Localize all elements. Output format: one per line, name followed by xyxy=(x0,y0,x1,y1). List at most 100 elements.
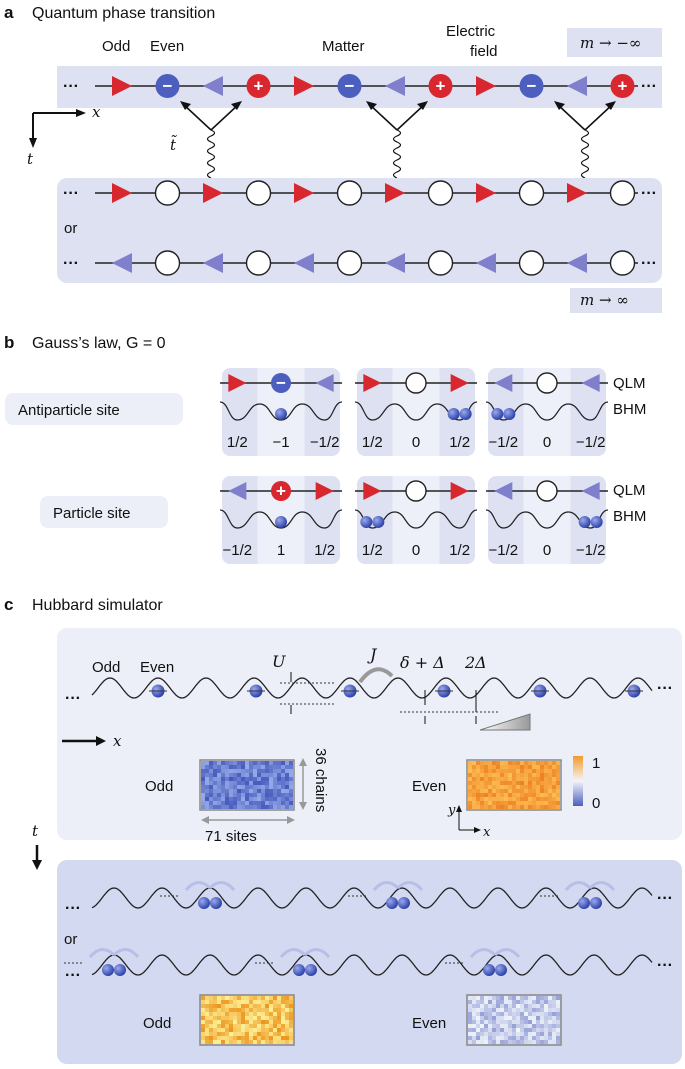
atom xyxy=(483,964,495,976)
image-pixel xyxy=(544,1032,548,1036)
image-pixel xyxy=(468,769,472,773)
gauss-value-left: 1/2 xyxy=(227,434,248,451)
image-pixel xyxy=(209,761,213,765)
image-pixel xyxy=(265,761,269,765)
image-pixel xyxy=(285,801,289,805)
image-pixel xyxy=(205,789,209,793)
image-pixel xyxy=(480,996,484,1000)
image-pixel xyxy=(261,1000,265,1004)
image-pixel xyxy=(253,773,257,777)
image-pixel xyxy=(265,1028,269,1032)
image-pixel xyxy=(281,1004,285,1008)
image-pixel xyxy=(277,1036,281,1040)
image-even-label-2: Even xyxy=(412,1015,446,1032)
image-pixel xyxy=(508,1028,512,1032)
arrow-head xyxy=(366,101,377,110)
image-frame xyxy=(466,759,562,811)
image-pixel xyxy=(273,1024,277,1028)
image-pixel xyxy=(277,1012,281,1016)
wavy-photon xyxy=(392,129,402,179)
image-pixel xyxy=(528,781,532,785)
image-pixel xyxy=(277,769,281,773)
image-pixel xyxy=(500,1028,504,1032)
image-pixel xyxy=(468,1024,472,1028)
image-pixel xyxy=(504,797,508,801)
image-pixel xyxy=(229,1036,233,1040)
image-pixel xyxy=(201,1016,205,1020)
image-pixel xyxy=(492,765,496,769)
image-pixel xyxy=(516,777,520,781)
image-pixel xyxy=(201,785,205,789)
image-pixel xyxy=(516,1004,520,1008)
image-pixel xyxy=(265,1004,269,1008)
image-pixel xyxy=(225,761,229,765)
image-pixel xyxy=(476,769,480,773)
minus-sign: − xyxy=(276,374,286,393)
image-pixel xyxy=(281,1040,285,1044)
antiparticle-site xyxy=(155,74,180,98)
image-pixel xyxy=(257,1012,261,1016)
chains-label: 36 chains xyxy=(312,748,329,812)
image-pixel xyxy=(221,797,225,801)
image-pixel xyxy=(552,1016,556,1020)
bottom-chains-background xyxy=(57,178,662,283)
image-pixel xyxy=(528,1008,532,1012)
image-pixel xyxy=(221,1004,225,1008)
image-pixel xyxy=(552,777,556,781)
image-pixel xyxy=(205,785,209,789)
j-arc xyxy=(358,667,394,684)
field-right-triangle xyxy=(385,183,405,203)
image-pixel xyxy=(540,1032,544,1036)
image-pixel xyxy=(225,1012,229,1016)
image-pixel xyxy=(520,781,524,785)
image-pixel xyxy=(540,801,544,805)
gauss-value-right: 1/2 xyxy=(449,434,470,451)
image-pixel xyxy=(504,793,508,797)
image-pixel xyxy=(241,769,245,773)
image-pixel xyxy=(556,781,560,785)
image-pixel xyxy=(552,773,556,777)
image-pixel xyxy=(289,1020,293,1024)
image-pixel xyxy=(556,773,560,777)
image-pixel xyxy=(488,1008,492,1012)
image-pixel xyxy=(253,797,257,801)
image-pixel xyxy=(532,1020,536,1024)
image-pixel xyxy=(289,1024,293,1028)
image-pixel xyxy=(253,1028,257,1032)
image-pixel xyxy=(209,769,213,773)
image-pixel xyxy=(241,1004,245,1008)
image-pixel xyxy=(249,781,253,785)
image-pixel xyxy=(508,1016,512,1020)
gauss-value-left: −1/2 xyxy=(489,434,519,451)
image-pixel xyxy=(556,785,560,789)
image-pixel xyxy=(524,769,528,773)
image-pixel xyxy=(245,785,249,789)
image-pixel xyxy=(249,1020,253,1024)
image-pixel xyxy=(273,1028,277,1032)
gauss-value-left: 1/2 xyxy=(362,434,383,451)
image-pixel xyxy=(516,1016,520,1020)
field-right-triangle xyxy=(294,76,314,96)
image-pixel xyxy=(265,769,269,773)
antiparticle-site-box xyxy=(5,393,183,425)
image-pixel xyxy=(532,773,536,777)
image-pixel xyxy=(245,1004,249,1008)
image-pixel xyxy=(257,781,261,785)
atom xyxy=(114,964,126,976)
image-pixel xyxy=(548,1004,552,1008)
image-pixel xyxy=(552,761,556,765)
image-pixel xyxy=(265,801,269,805)
image-pixel xyxy=(257,1004,261,1008)
image-pixel xyxy=(532,1008,536,1012)
plus-sign: + xyxy=(618,77,628,96)
image-pixel xyxy=(468,773,472,777)
image-pixel xyxy=(480,1016,484,1020)
image-pixel xyxy=(289,1028,293,1032)
image-pixel xyxy=(504,1004,508,1008)
image-pixel xyxy=(468,793,472,797)
image-pixel xyxy=(532,793,536,797)
image-pixel xyxy=(488,777,492,781)
image-pixel xyxy=(217,1012,221,1016)
image-pixel xyxy=(496,1000,500,1004)
